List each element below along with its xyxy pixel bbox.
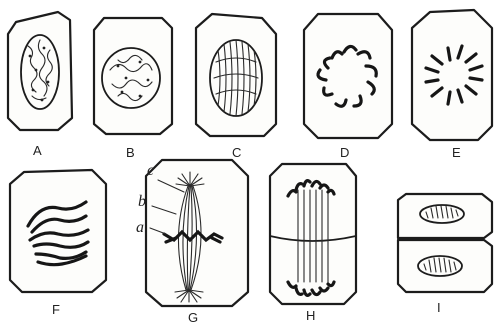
panel-b: B	[94, 18, 172, 160]
panel-e-cell-wall	[412, 10, 492, 140]
panel-c-label: C	[232, 145, 241, 160]
panel-f-cell-wall	[10, 170, 106, 292]
panel-h: H	[270, 164, 356, 323]
panel-b-label: B	[126, 145, 135, 160]
panel-h-label: H	[306, 308, 315, 323]
panel-a: A	[8, 12, 72, 158]
panel-e: E	[412, 10, 492, 160]
panel-d: D	[304, 14, 392, 160]
panel-a-label: A	[33, 143, 42, 158]
panel-i-upper-daughter-cell	[398, 194, 492, 238]
panel-f-label: F	[52, 302, 60, 317]
panel-g: c b a G	[136, 160, 248, 325]
panel-i: I	[398, 194, 492, 315]
panel-e-label: E	[452, 145, 461, 160]
panel-f: F	[10, 170, 106, 317]
panel-g-label: G	[188, 310, 198, 325]
panel-c: C	[196, 14, 276, 160]
panel-c-cell-wall	[196, 14, 276, 136]
annotation-b: b	[138, 193, 146, 210]
annotation-a: a	[136, 219, 144, 236]
annotation-c: c	[147, 162, 154, 179]
panel-i-label: I	[437, 300, 441, 315]
panel-d-label: D	[340, 145, 349, 160]
